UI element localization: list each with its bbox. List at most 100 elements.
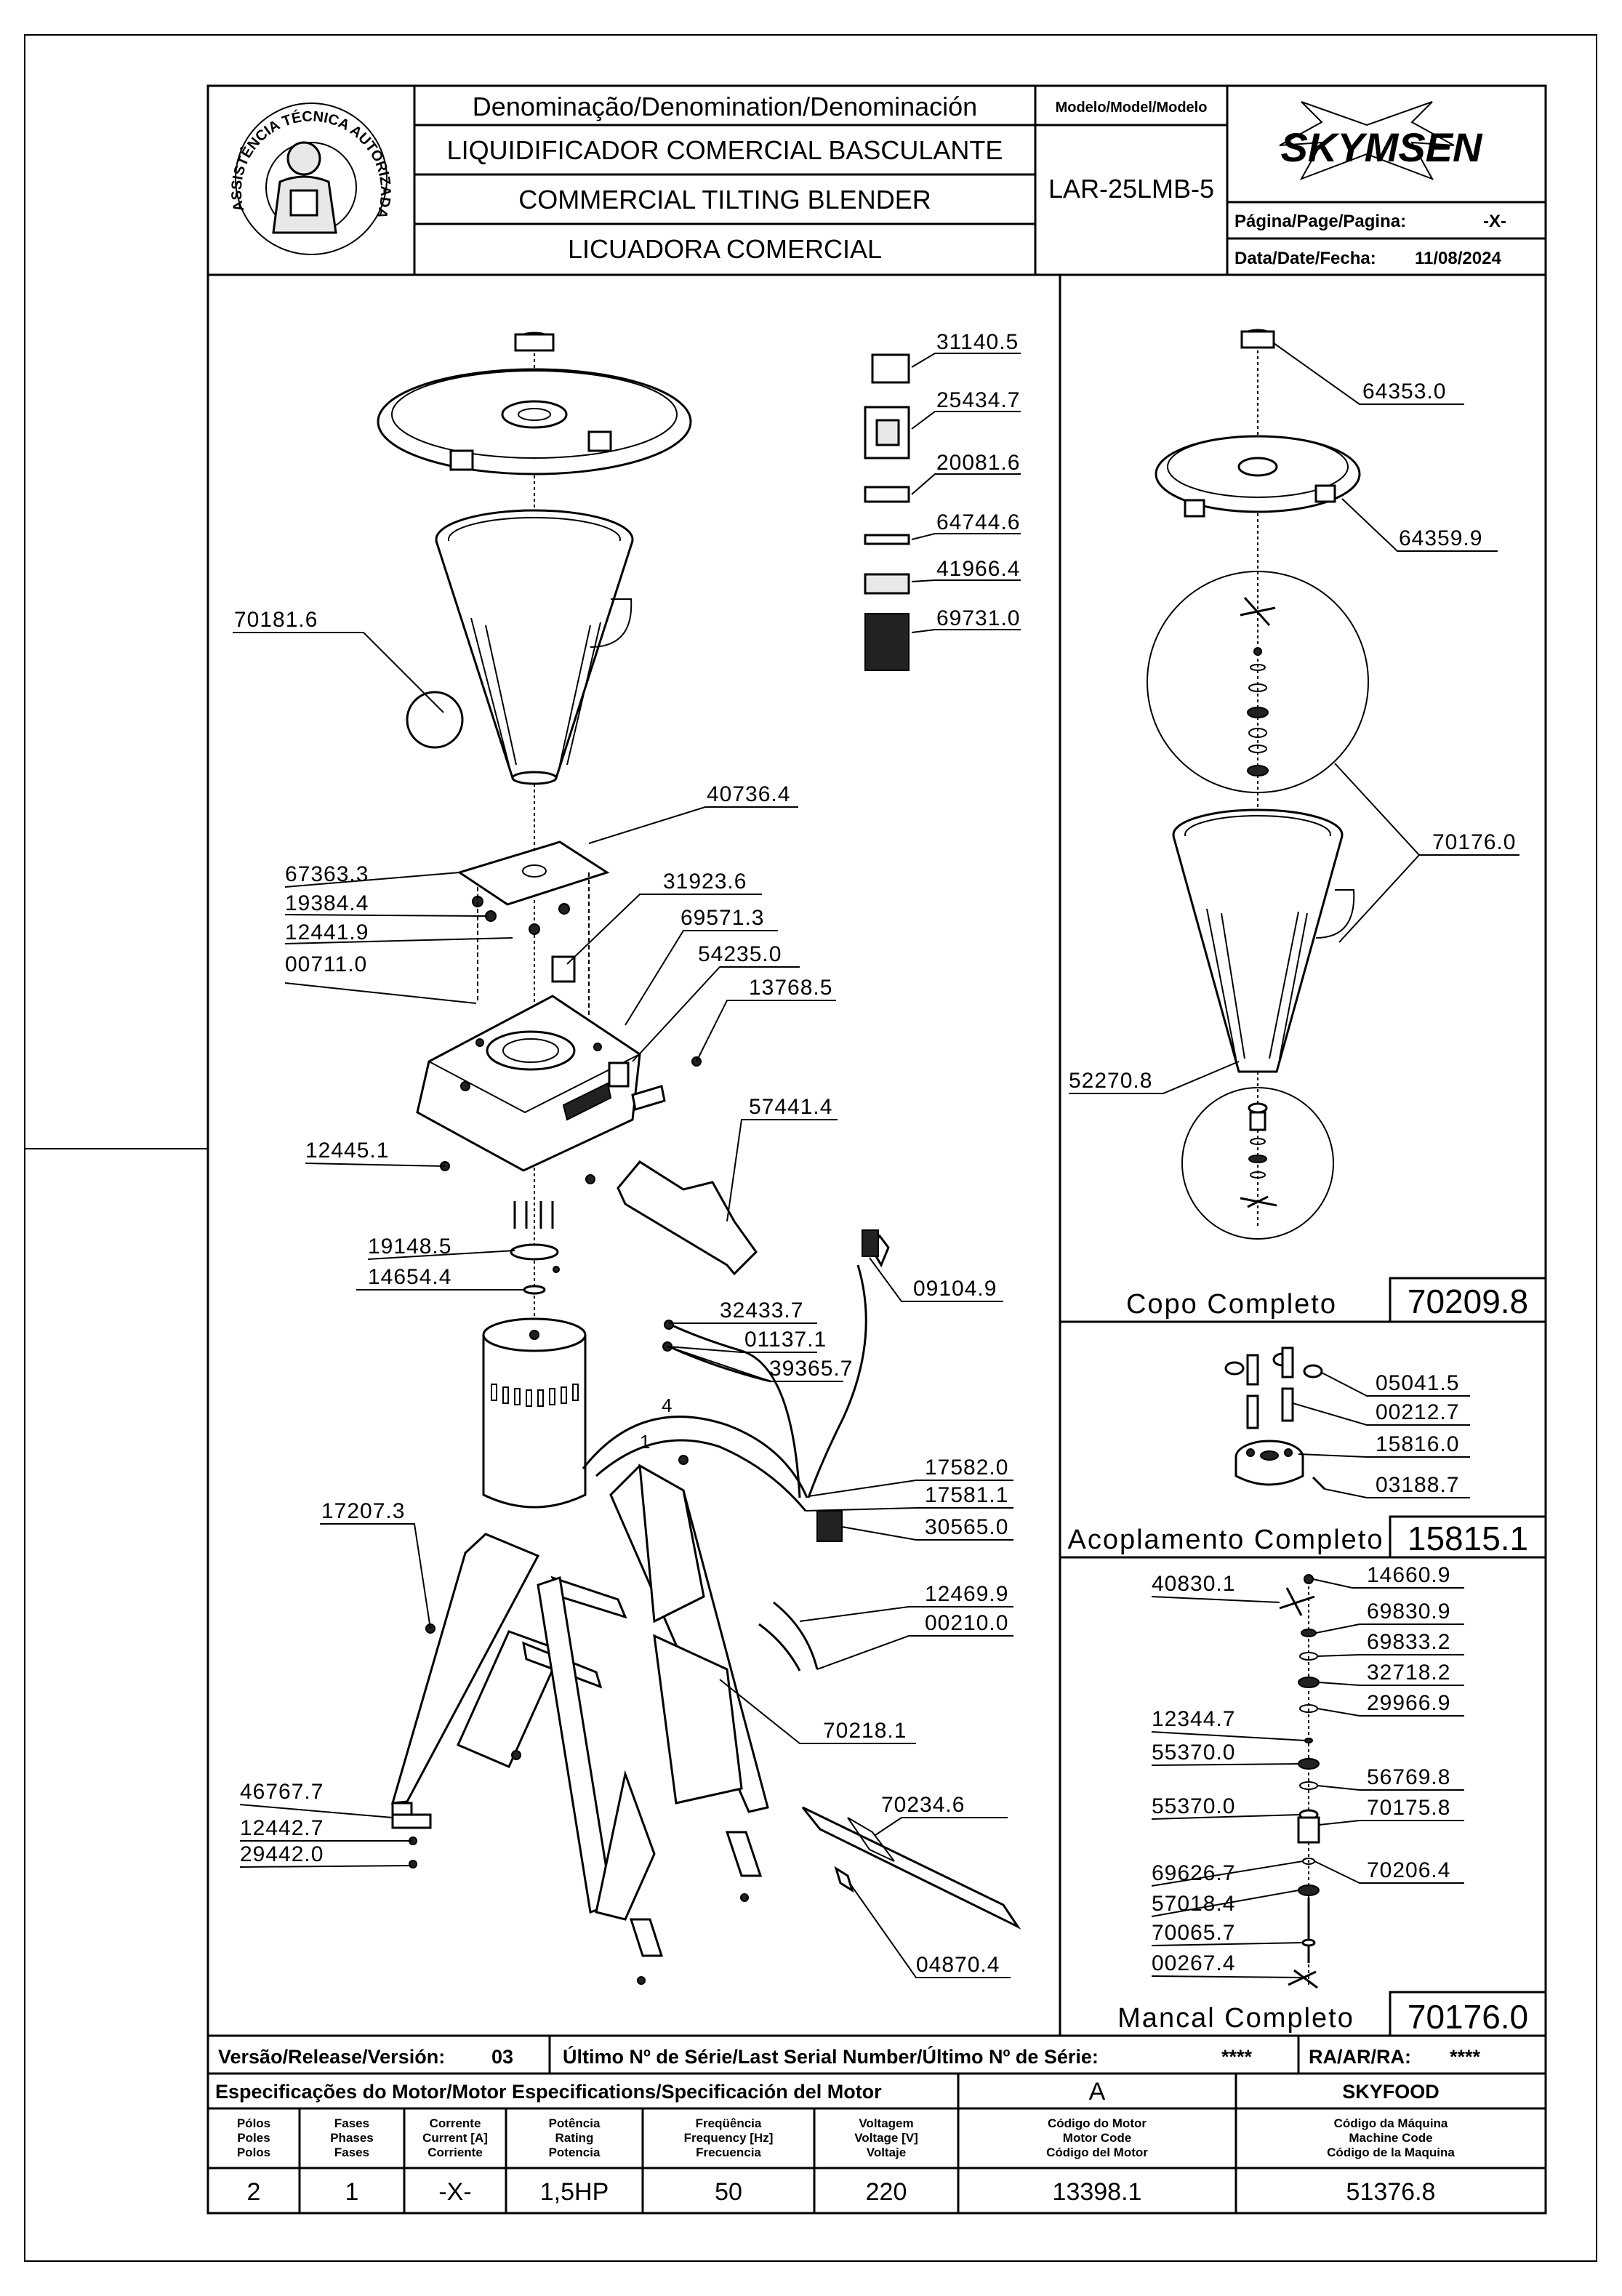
base-detail-circle (1181, 1087, 1334, 1240)
label-05041: 05041.5 (1376, 1371, 1459, 1395)
label-56769: 56769.8 (1367, 1765, 1450, 1789)
power-value: 1,5HP (540, 2178, 609, 2206)
drawing-frame (206, 84, 1547, 2215)
label-67363: 67363.3 (285, 862, 369, 886)
phases-value: 1 (345, 2178, 359, 2206)
label-54235: 54235.0 (698, 942, 782, 966)
current-value: -X- (438, 2178, 471, 2206)
label-12442: 12442.7 (240, 1816, 324, 1840)
wire-4-label: 4 (662, 1394, 672, 1416)
label-39365: 39365.7 (769, 1357, 853, 1381)
blender-cup (435, 509, 634, 785)
label-32433: 32433.7 (720, 1298, 803, 1322)
label-32718: 32718.2 (1367, 1661, 1450, 1685)
name-pt: LIQUIDIFICADOR COMERCIAL BASCULANTE (447, 135, 1003, 165)
date-value: 11/08/2024 (1415, 249, 1501, 268)
label-20081: 20081.6 (936, 451, 1020, 475)
manufacturer: SKYFOOD (1342, 2081, 1440, 2103)
freq-label-pt: Freqüência (696, 2116, 762, 2130)
main-exploded-view: 4 1 (377, 332, 1021, 1985)
ra-label: RA/AR/RA: (1309, 2046, 1411, 2068)
poles-label-en: Poles (237, 2131, 270, 2145)
label-70176-a: 70176.0 (1432, 830, 1516, 854)
serial-value: **** (1221, 2046, 1253, 2068)
label-70065: 70065.7 (1152, 1921, 1235, 1945)
label-17207: 17207.3 (321, 1499, 405, 1523)
mancal-view (1279, 1574, 1320, 1989)
machine-code-label-en: Machine Code (1349, 2131, 1432, 2145)
label-17582: 17582.0 (925, 1456, 1008, 1480)
poles-value: 2 (247, 2178, 261, 2206)
label-04870: 04870.4 (916, 1953, 1000, 1977)
label-12344: 12344.7 (1152, 1707, 1235, 1731)
motor-code-value: 13398.1 (1053, 2178, 1142, 2206)
label-64744: 64744.6 (936, 510, 1020, 534)
motor-spec-code: A (1089, 2078, 1106, 2106)
model-label: Modelo/Model/Modelo (1056, 100, 1208, 116)
motor-code-label-en: Motor Code (1063, 2131, 1131, 2145)
motor-code-label-pt: Código do Motor (1048, 2116, 1147, 2130)
sticker-20081 (864, 486, 910, 503)
skymsen-logo: SKYMSEN (1279, 101, 1483, 180)
footer-table: Versão/Release/Versión: 03 Último Nº de … (208, 2034, 1546, 2213)
section-copo: Copo Completo 70209.8 (1060, 1277, 1547, 1323)
label-01137: 01137.1 (744, 1328, 827, 1352)
label-64353: 64353.0 (1362, 380, 1446, 404)
motor-top-plate (457, 840, 610, 906)
motor-spec-label: Especificações do Motor/Motor Especifica… (215, 2081, 882, 2103)
current-label-en: Current [A] (422, 2131, 488, 2145)
brand-name: SKYMSEN (1281, 124, 1483, 170)
acopl-code: 15815.1 (1408, 1520, 1528, 1557)
label-55370-a: 55370.0 (1152, 1741, 1235, 1765)
switch (816, 1510, 843, 1542)
copo-code: 70209.8 (1408, 1283, 1528, 1320)
authorized-assistance-seal: ASSISTÊNCIA TÉCNICA AUTORIZADA (229, 103, 393, 255)
label-14660: 14660.9 (1367, 1563, 1450, 1587)
label-13768: 13768.5 (749, 976, 832, 1000)
phases-label-pt: Fases (334, 2116, 369, 2130)
page-label: Página/Page/Pagina: (1234, 212, 1406, 231)
label-69626: 69626.7 (1152, 1861, 1235, 1885)
label-70218: 70218.1 (823, 1719, 907, 1743)
copo-completo-view (1147, 329, 1369, 1240)
label-69731: 69731.0 (936, 606, 1020, 630)
title-block: ASSISTÊNCIA TÉCNICA AUTORIZADA Denominaç… (208, 86, 1546, 276)
sticker-31140 (871, 353, 910, 384)
mancal-part-labels: 40830.1 14660.9 69830.9 69833.2 32718.2 … (1152, 1563, 1450, 1975)
power-label-en: Rating (555, 2131, 594, 2145)
label-70175: 70175.8 (1367, 1796, 1450, 1820)
label-29966: 29966.9 (1367, 1691, 1450, 1715)
foot-pad-46767 (391, 1813, 432, 1829)
label-25434: 25434.7 (936, 388, 1020, 412)
label-69833: 69833.2 (1367, 1630, 1450, 1654)
label-14654: 14654.4 (368, 1265, 451, 1289)
model-value: LAR-25LMB-5 (1048, 174, 1214, 204)
blade-detail-circle (1147, 571, 1369, 793)
cable-guard (758, 1623, 801, 1671)
label-00267: 00267.4 (1152, 1951, 1235, 1975)
label-17581: 17581.1 (925, 1483, 1008, 1507)
power-label-es: Potencia (549, 2146, 601, 2159)
label-64359: 64359.9 (1399, 526, 1482, 550)
voltage-value: 220 (866, 2178, 907, 2206)
label-12441: 12441.9 (285, 920, 369, 944)
sticker-69731 (864, 613, 910, 671)
copo-part-labels: 64353.0 64359.9 70176.0 52270.8 (1069, 380, 1516, 1093)
serial-label: Último Nº de Série/Last Serial Number/Úl… (563, 2045, 1099, 2068)
acopl-part-labels: 05041.5 00212.7 15816.0 03188.7 (1376, 1371, 1459, 1497)
main-part-labels: 31140.5 25434.7 20081.6 64744.6 41966.4 … (234, 330, 1020, 1977)
page-border (24, 34, 1597, 2262)
voltage-label-es: Voltaje (867, 2146, 906, 2159)
poles-label-pt: Pólos (237, 2116, 270, 2130)
mancal-code: 70176.0 (1408, 1998, 1528, 2036)
denomination-label: Denominação/Denomination/Denominación (473, 92, 977, 121)
motor-coupling-parts (510, 1201, 560, 1295)
label-19384: 19384.4 (285, 891, 369, 915)
label-15816: 15816.0 (1376, 1432, 1459, 1456)
current-label-es: Corriente (427, 2146, 483, 2159)
label-19148: 19148.5 (368, 1235, 451, 1259)
motor (482, 1317, 587, 1509)
machine-code-label-es: Código de la Maquina (1327, 2146, 1455, 2159)
label-57441: 57441.4 (749, 1095, 832, 1119)
freq-label-en: Frequency [Hz] (684, 2131, 774, 2145)
